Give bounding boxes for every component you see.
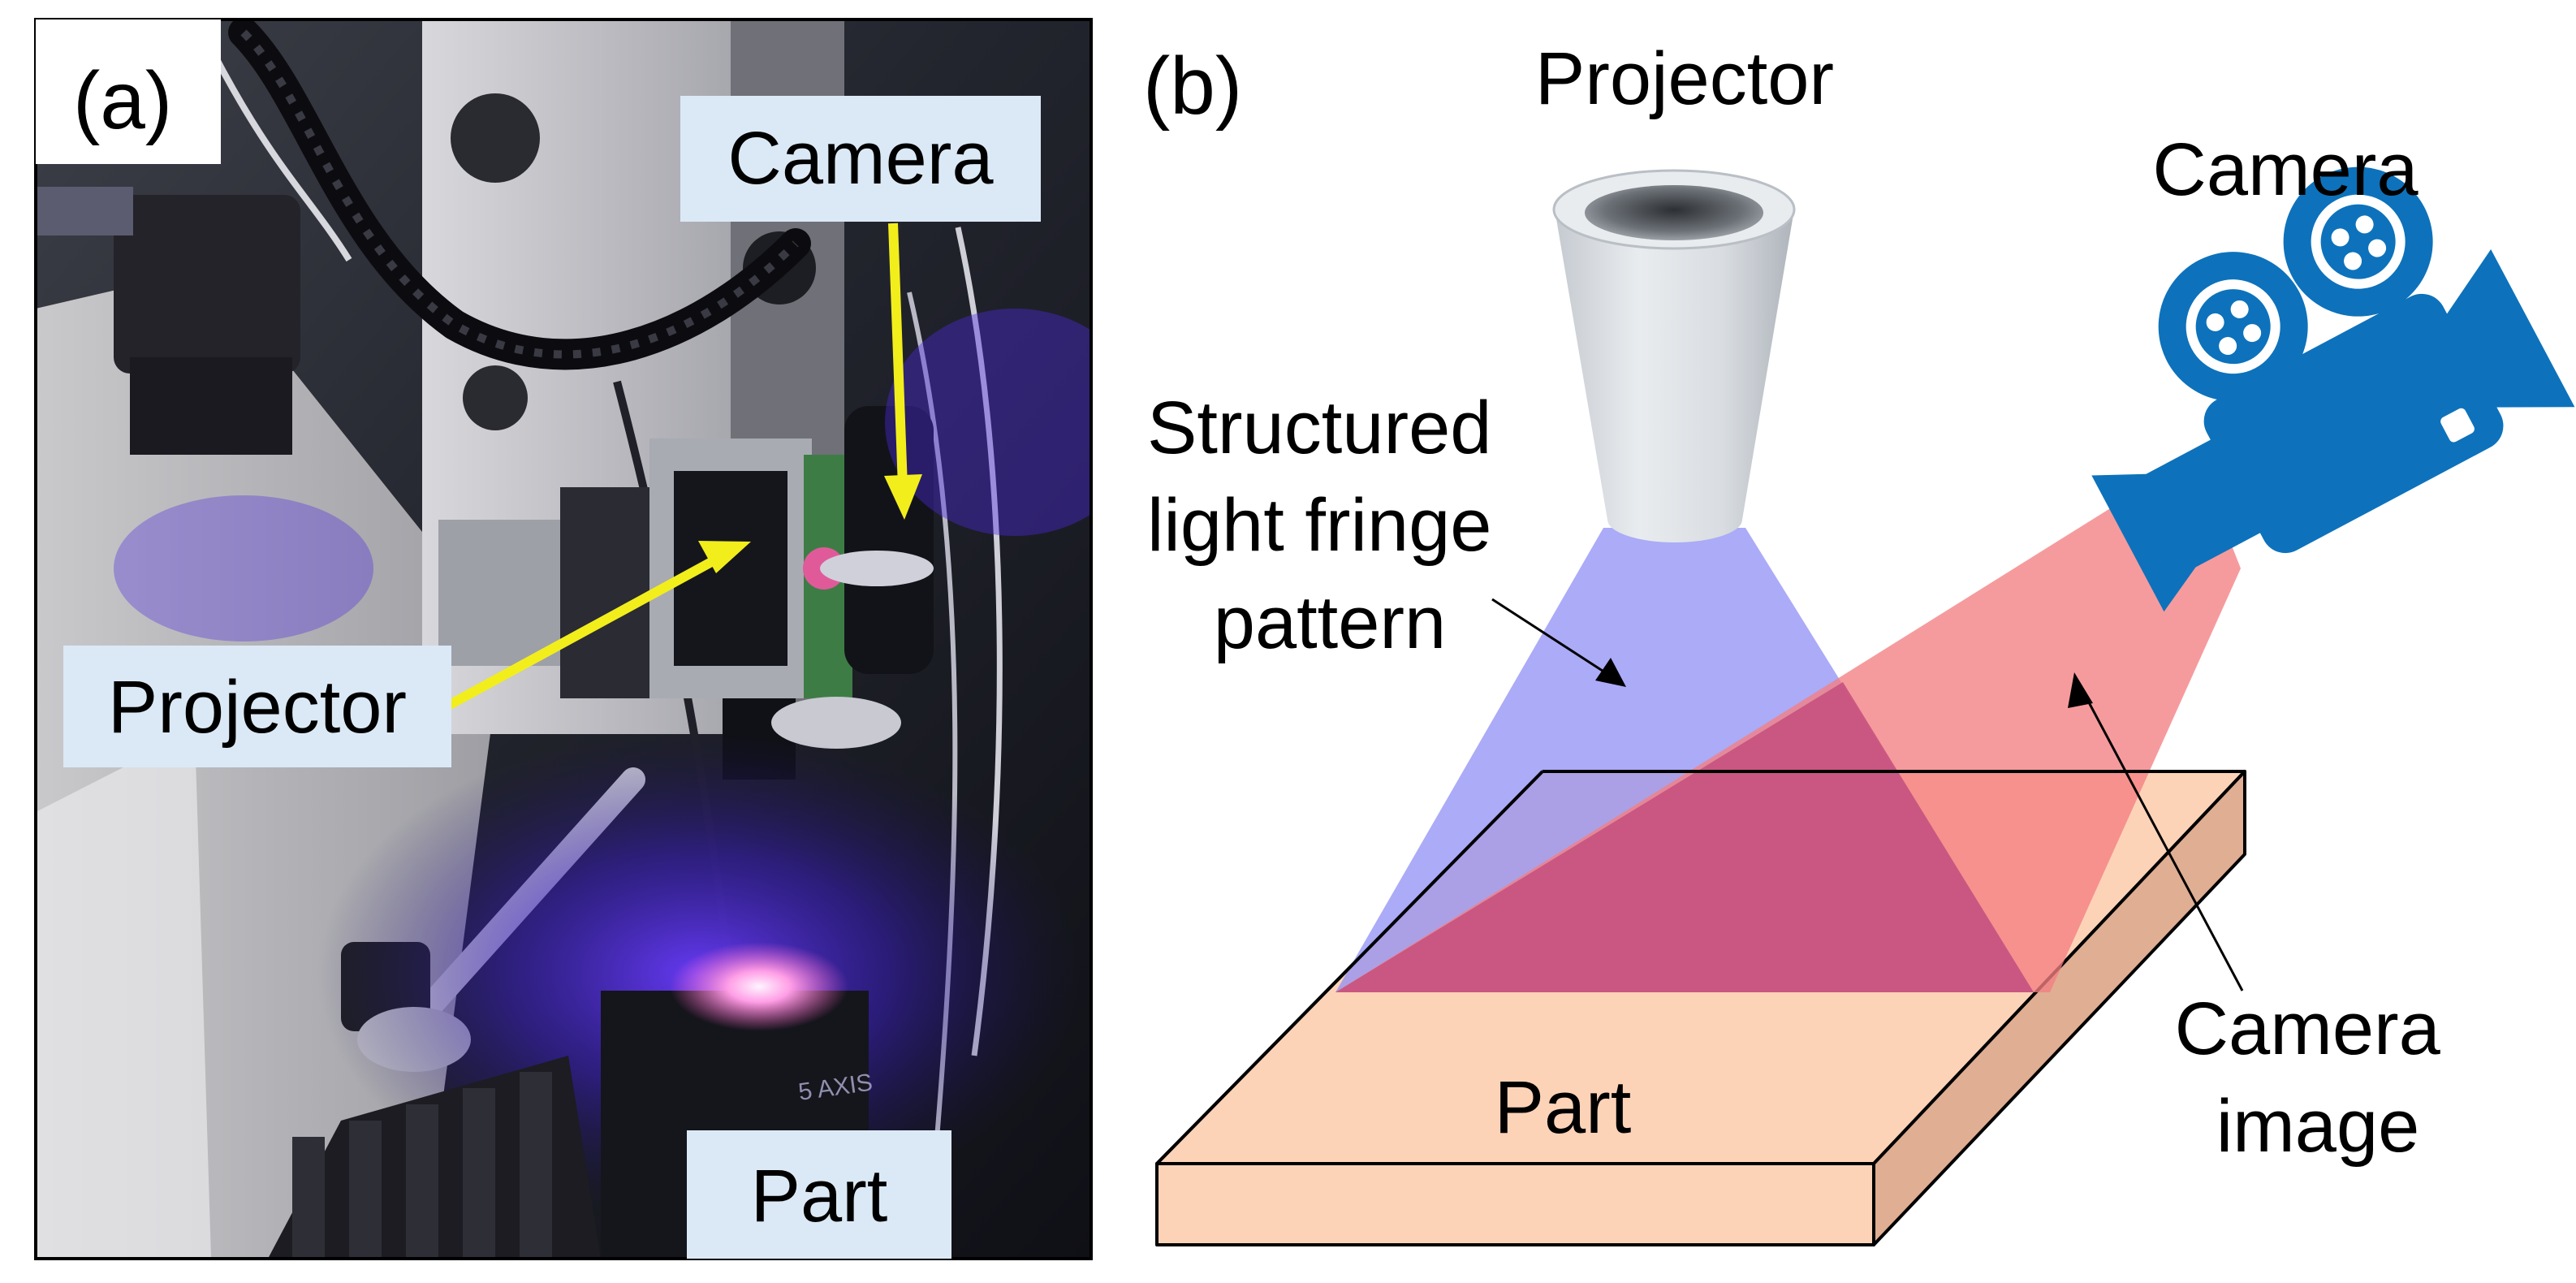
fringe-label: Structured light fringe pattern (1147, 387, 1512, 664)
fringe-label-line-1: Structured (1147, 387, 1491, 469)
part-front-face (1155, 1162, 1875, 1246)
part-right-face (1872, 770, 2246, 1246)
callout-part-text: Part (751, 1155, 888, 1238)
projector-arrow (444, 555, 717, 711)
camera-arrowhead (884, 474, 922, 520)
camera-image-pointer-head (2068, 672, 2093, 708)
camera-image-label-line-2: image (2216, 1085, 2420, 1168)
fringe-label-line-3: pattern (1214, 581, 1446, 664)
camera-arrow (888, 222, 908, 488)
setup-photo: 5 AXIS (36, 19, 1091, 1259)
callout-projector: Projector (63, 646, 451, 767)
camera-image-label: Camera image (2175, 987, 2462, 1168)
projection-overlap (1335, 682, 2034, 992)
part-label: Part (1495, 1066, 1632, 1149)
fringe-pointer-head (1595, 658, 1626, 687)
panel-a-label-box (36, 19, 221, 164)
panel-b-label: (b) (1143, 41, 1242, 132)
fringe-pointer (1491, 598, 1608, 676)
projector-lens-icon (1552, 169, 1796, 542)
callout-projector-text: Projector (108, 666, 407, 749)
callout-camera-text: Camera (727, 117, 994, 200)
camera-image-label-line-1: Camera (2175, 987, 2441, 1070)
camera-image-pointer (2081, 689, 2244, 991)
projector-label: Projector (1535, 37, 1834, 120)
panel-a-label: (a) (73, 55, 172, 146)
photo-border (34, 18, 1093, 1260)
movie-camera-icon (2091, 166, 2575, 612)
projector-arrowhead (698, 541, 751, 573)
fringe-label-line-2: light fringe (1147, 484, 1491, 567)
panel-b: (b) Projector (1143, 37, 2575, 1246)
camera-label: Camera (2152, 128, 2419, 211)
panel-a: 5 AXIS (a) Camera Projector Part (34, 18, 1093, 1260)
callout-camera: Camera (680, 96, 1041, 222)
callout-part: Part (687, 1130, 951, 1259)
